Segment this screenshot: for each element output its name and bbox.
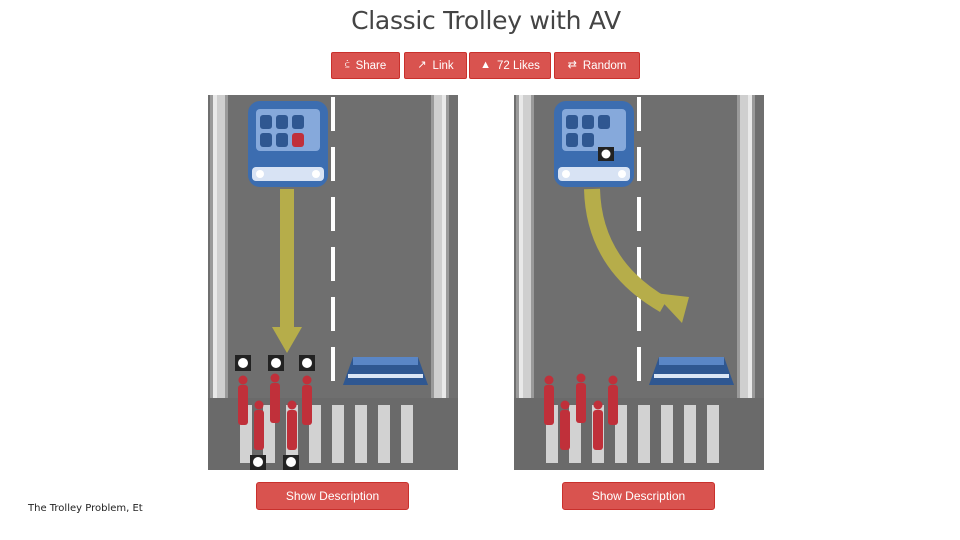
left-barrier: [516, 95, 534, 398]
autonomous-car-icon: [554, 101, 634, 187]
link-label: Link: [432, 59, 454, 72]
page-title: Classic Trolley with AV: [351, 6, 621, 35]
lane-divider: [637, 97, 641, 381]
share-icon: ⫃: [344, 59, 350, 71]
right-barrier: [431, 95, 449, 398]
footer-caption: The Trolley Problem, Et: [28, 503, 143, 514]
shuffle-icon: ⇄: [567, 59, 577, 71]
scenario-left-illustration: [208, 95, 458, 470]
pedestrian-group: [238, 373, 312, 450]
link-button[interactable]: ↗ Link: [404, 52, 467, 79]
trajectory-swerve-arrow: [584, 188, 689, 323]
show-description-button-left[interactable]: Show Description: [256, 482, 409, 510]
scenario-left-option[interactable]: [208, 95, 458, 470]
trajectory-straight-arrow: [272, 189, 302, 353]
concrete-barrier-icon: [649, 357, 734, 385]
right-barrier: [737, 95, 755, 398]
likes-button[interactable]: ▲ 72 Likes: [469, 52, 551, 79]
pedestrian-group: [544, 373, 618, 450]
lane-divider: [331, 97, 335, 381]
autonomous-car-icon: [248, 101, 328, 187]
external-link-icon: ↗: [417, 59, 427, 71]
crosswalk: [546, 405, 719, 463]
random-label: Random: [582, 59, 627, 72]
show-description-button-right[interactable]: Show Description: [562, 482, 715, 510]
concrete-barrier-icon: [343, 357, 428, 385]
share-button[interactable]: ⫃ Share: [331, 52, 400, 79]
left-barrier: [210, 95, 228, 398]
skull-icons: [235, 355, 315, 470]
share-label: Share: [355, 59, 387, 72]
random-button[interactable]: ⇄ Random: [554, 52, 640, 79]
scenario-right-option[interactable]: [514, 95, 764, 470]
thumbs-up-icon: ▲: [480, 59, 492, 71]
scenario-right-illustration: [514, 95, 764, 470]
likes-label: 72 Likes: [497, 59, 540, 72]
